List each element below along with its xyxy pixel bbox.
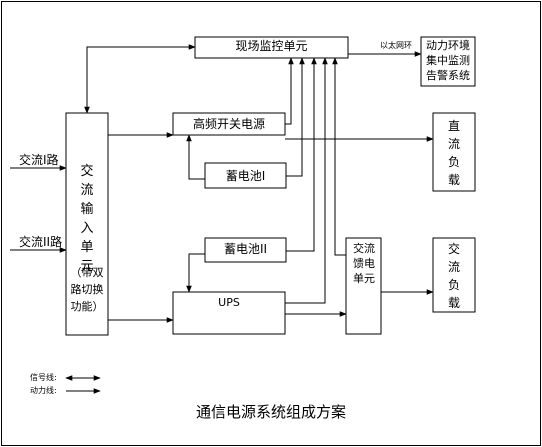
ethernet-ring-label: 以太网环: [380, 41, 412, 50]
battery-1-label: 蓄电池I: [225, 169, 266, 183]
env-monitor-box: [420, 36, 476, 87]
monitor-unit-label: 现场监控单元: [235, 39, 308, 53]
ups-label: UPS: [218, 296, 240, 309]
power-line-battery-1: [186, 134, 205, 180]
ac1-label: 交流I路: [19, 153, 59, 167]
legend-power-label: 动力线:: [30, 386, 57, 395]
signal-line-ac-input: [84, 44, 196, 114]
battery-2-box: [204, 237, 287, 263]
ac-input-label: 交流输入单元: [80, 164, 94, 274]
ac2-label: 交流II路: [19, 235, 63, 249]
diagram-title: 通信电源系统组成方案: [195, 403, 346, 421]
signal-line-ups: [285, 57, 328, 304]
dc-load-box: [432, 112, 476, 192]
ac-load-label: 交流负载: [447, 242, 460, 310]
legend-signal-label: 信号线:: [30, 373, 57, 382]
dc-load-label: 直流负载: [447, 119, 460, 187]
battery-2-label: 蓄电池II: [223, 242, 268, 256]
ups-box: [172, 291, 286, 335]
signal-line-hf: [285, 57, 294, 125]
signal-line-ac-feeder: [332, 57, 346, 256]
ac-input-note: （带双路切换功能）: [70, 266, 104, 313]
ac-feeder-label: 交流馈电单元: [353, 242, 375, 285]
ac-load-box: [432, 237, 476, 313]
power-line-battery-2: [186, 253, 205, 293]
ac-feeder-box: [345, 237, 382, 335]
signal-line-battery-2: [286, 57, 317, 252]
signal-line-battery-1: [286, 57, 305, 177]
env-monitor-label: 动力环境集中监测告警系统: [426, 39, 470, 82]
hf-rectifier-label: 高频开关电源: [192, 117, 265, 131]
